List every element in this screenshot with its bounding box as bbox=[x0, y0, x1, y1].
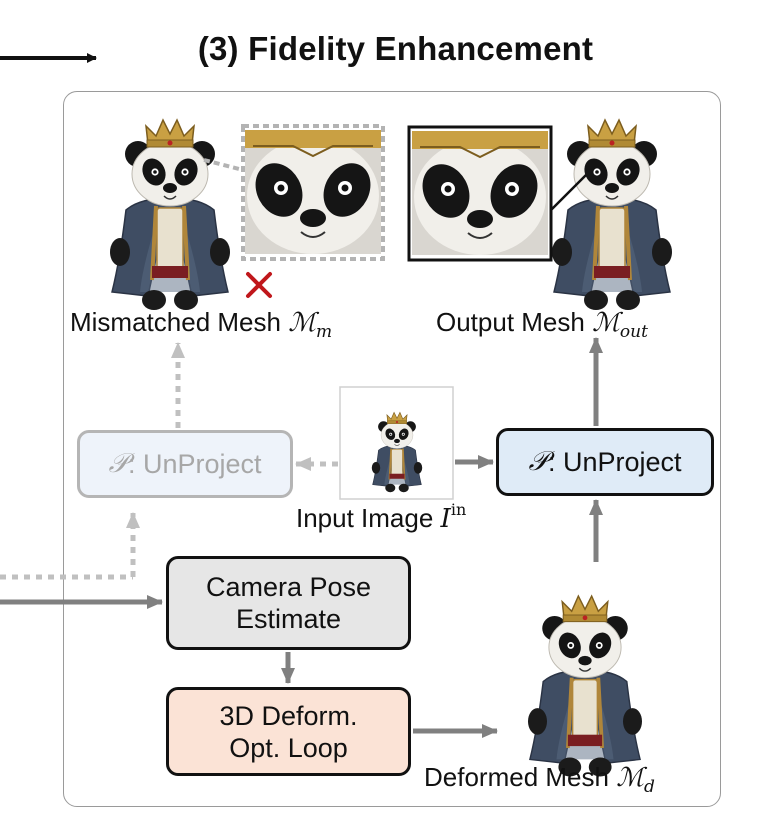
unproject-faded-node: 𝒫: UnProject bbox=[77, 430, 293, 498]
section-title: (3) Fidelity Enhancement bbox=[197, 30, 594, 67]
output-zoom-connector bbox=[550, 174, 587, 211]
deform-loop-line1: 3D Deform. bbox=[219, 700, 358, 731]
projection-symbol: 𝒫 bbox=[108, 448, 128, 479]
deformed-mesh-render bbox=[526, 594, 644, 779]
camera-pose-node: Camera Pose Estimate bbox=[166, 556, 411, 650]
input-image bbox=[339, 386, 454, 500]
input-image-label: Input Image Iin bbox=[296, 500, 467, 534]
mismatched-mesh-label: Mismatched Mesh ℳm bbox=[70, 307, 333, 342]
deform-loop-line2: Opt. Loop bbox=[229, 732, 348, 763]
deform-loop-node: 3D Deform. Opt. Loop bbox=[166, 687, 411, 776]
mismatched-mesh-render bbox=[108, 118, 232, 312]
output-mesh-render bbox=[550, 118, 674, 312]
unproject-label: : UnProject bbox=[547, 447, 682, 477]
unproject-faded-label: : UnProject bbox=[127, 449, 262, 479]
camera-pose-line1: Camera Pose bbox=[205, 572, 372, 602]
faded-path bbox=[0, 342, 338, 580]
mismatch-zoom-connector bbox=[203, 158, 244, 172]
output-mesh-label: Output Mesh ℳout bbox=[436, 307, 648, 342]
cross-icon bbox=[246, 272, 272, 298]
projection-symbol: 𝒫 bbox=[528, 446, 548, 477]
solid-path bbox=[0, 337, 603, 738]
camera-pose-line2: Estimate bbox=[235, 604, 342, 634]
output-face-crop bbox=[407, 125, 553, 262]
mismatched-face-crop bbox=[241, 124, 385, 261]
unproject-node: 𝒫: UnProject bbox=[496, 428, 714, 496]
deformed-mesh-label: Deformed Mesh ℳd bbox=[424, 762, 655, 797]
